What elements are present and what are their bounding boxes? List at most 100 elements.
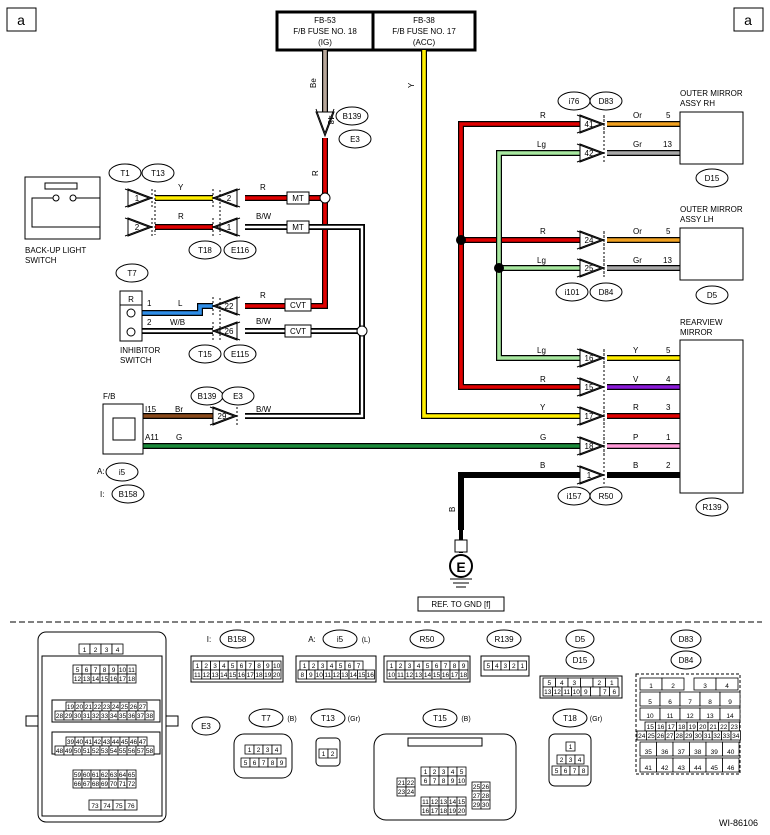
terminal-t13-2: 2: [124, 217, 154, 237]
pin-cell: [590, 686, 601, 697]
splice-r-right: [456, 235, 466, 245]
pin-cell-label: 20: [699, 724, 707, 731]
pin-cell-label: 2: [597, 680, 601, 687]
pin-cell-label: 4: [116, 647, 120, 654]
pin-cell-label: 14: [350, 672, 358, 679]
wire-label-gr-rh: Gr: [633, 140, 642, 149]
fb-pin-a11: A11: [145, 433, 159, 442]
pin-cell-label: 19: [689, 724, 697, 731]
pin-cell-label: 10: [458, 778, 466, 785]
pin-cell-label: 68: [92, 781, 100, 788]
pin-cell-label: 33: [723, 733, 731, 740]
pin-cell-label: 1: [520, 663, 524, 670]
terminal-right-17: 17: [576, 406, 606, 426]
pin-cell-label: 36: [128, 713, 136, 720]
pin-lh-5: 5: [666, 227, 671, 236]
connector-tag-text: T13: [151, 169, 165, 178]
pin-cell-label: 18: [678, 724, 686, 731]
pin-cell-label: 1: [390, 663, 394, 670]
pin-cell-label: 54: [110, 748, 118, 755]
pin-cell-label: 44: [694, 765, 702, 772]
pin-cell-label: 12: [686, 713, 694, 720]
pin-cell-label: 26: [482, 784, 490, 791]
pin-cell-label: 64: [119, 772, 127, 779]
view-name: T15: [433, 714, 447, 723]
pin-cell-label: 43: [103, 739, 111, 746]
connector-tag-t13: T13: [141, 163, 175, 183]
pin-cell-label: 5: [231, 663, 235, 670]
pin-cell-label: 61: [92, 772, 100, 779]
terminal-right-25: 25: [576, 258, 606, 278]
pin-cell-label: 51: [83, 748, 91, 755]
terminal-right-42: 42: [576, 143, 606, 163]
wire-label-gr-lh: Gr: [633, 256, 642, 265]
connector-tag-text: E3: [350, 135, 360, 144]
pin-cell-label: 14: [449, 799, 457, 806]
pin-cell-label: 63: [110, 772, 118, 779]
pin-cell: [719, 707, 741, 721]
view-suffix: (B): [461, 716, 470, 723]
pin-cell-label: 16: [238, 672, 246, 679]
pin-number: 2: [227, 194, 232, 203]
wire-r-mirror: [459, 122, 580, 389]
terminal-right-18: 18: [576, 436, 606, 456]
wire-label-be: Be: [309, 78, 318, 88]
outer-mirror-lh-box: [679, 227, 744, 281]
pin-cell-label: 7: [603, 689, 607, 696]
pin-cell-label: 1: [424, 769, 428, 776]
pin-cell-label: 49: [65, 748, 73, 755]
pin-cell-label: 74: [103, 803, 111, 810]
connector-tag-text: i76: [569, 97, 580, 106]
pin-cell: [730, 730, 741, 741]
inhibitor-label-1: INHIBITOR: [120, 346, 161, 355]
ground-letter: E: [456, 559, 465, 575]
pin-cell-label: 16: [367, 672, 375, 679]
wire-label-r-15: R: [540, 375, 546, 384]
pin-cell-label: 4: [417, 663, 421, 670]
wire-label-r-inhib: R: [260, 291, 266, 300]
pin-cell-label: 15: [458, 799, 466, 806]
pin-cell-label: 24: [112, 704, 120, 711]
pin-cell-label: 12: [431, 799, 439, 806]
fuse-fb38-box: [371, 10, 477, 52]
pin-rear-4: 4: [666, 375, 671, 384]
pin-cell-label: 2: [433, 769, 437, 776]
pin-cell-label: 70: [110, 781, 118, 788]
connector-tag-d84: D84: [589, 282, 623, 302]
pin-cell-label: 22: [407, 780, 415, 787]
pin-cell: [661, 677, 685, 691]
pin-cell: [327, 748, 338, 759]
pin-cell-label: 4: [578, 757, 582, 764]
wire-r-main-outline: [245, 138, 328, 309]
connector-tag-text: D84: [599, 288, 614, 297]
pin-cell: [609, 686, 620, 697]
pin-cell-label: 27: [139, 704, 147, 711]
svg-text:CVT: CVT: [290, 327, 306, 336]
mt-box-1: MT: [286, 191, 310, 205]
pin-cell-label: 15: [101, 676, 109, 683]
pin-number: 18: [585, 442, 594, 451]
pin-cell-label: 7: [688, 699, 692, 706]
pin-rear-5: 5: [666, 346, 671, 355]
pin-number: 29: [218, 412, 227, 421]
pin-cell-label: 16: [110, 676, 118, 683]
wire-label-y-rear: Y: [633, 346, 639, 355]
pin-cell-label: 22: [94, 704, 102, 711]
wire-label-r-41: R: [540, 111, 546, 120]
mt-box-2: MT: [286, 220, 310, 234]
pin-cell-label: 62: [101, 772, 109, 779]
pin-cell-label: 35: [119, 713, 127, 720]
pin-cell-label: 9: [451, 778, 455, 785]
pin-cell-label: 32: [713, 733, 721, 740]
pin-cell-label: 14: [424, 672, 432, 679]
terminal-right-1: 1: [576, 465, 606, 485]
pin-cell-label: 32: [92, 713, 100, 720]
pin-cell: [276, 757, 287, 768]
view-e3-tag: E3: [201, 722, 211, 731]
fuse-fb53-id: FB-53: [314, 16, 336, 25]
pin-cell-label: 2: [512, 663, 516, 670]
splice-r-top: [319, 192, 331, 204]
